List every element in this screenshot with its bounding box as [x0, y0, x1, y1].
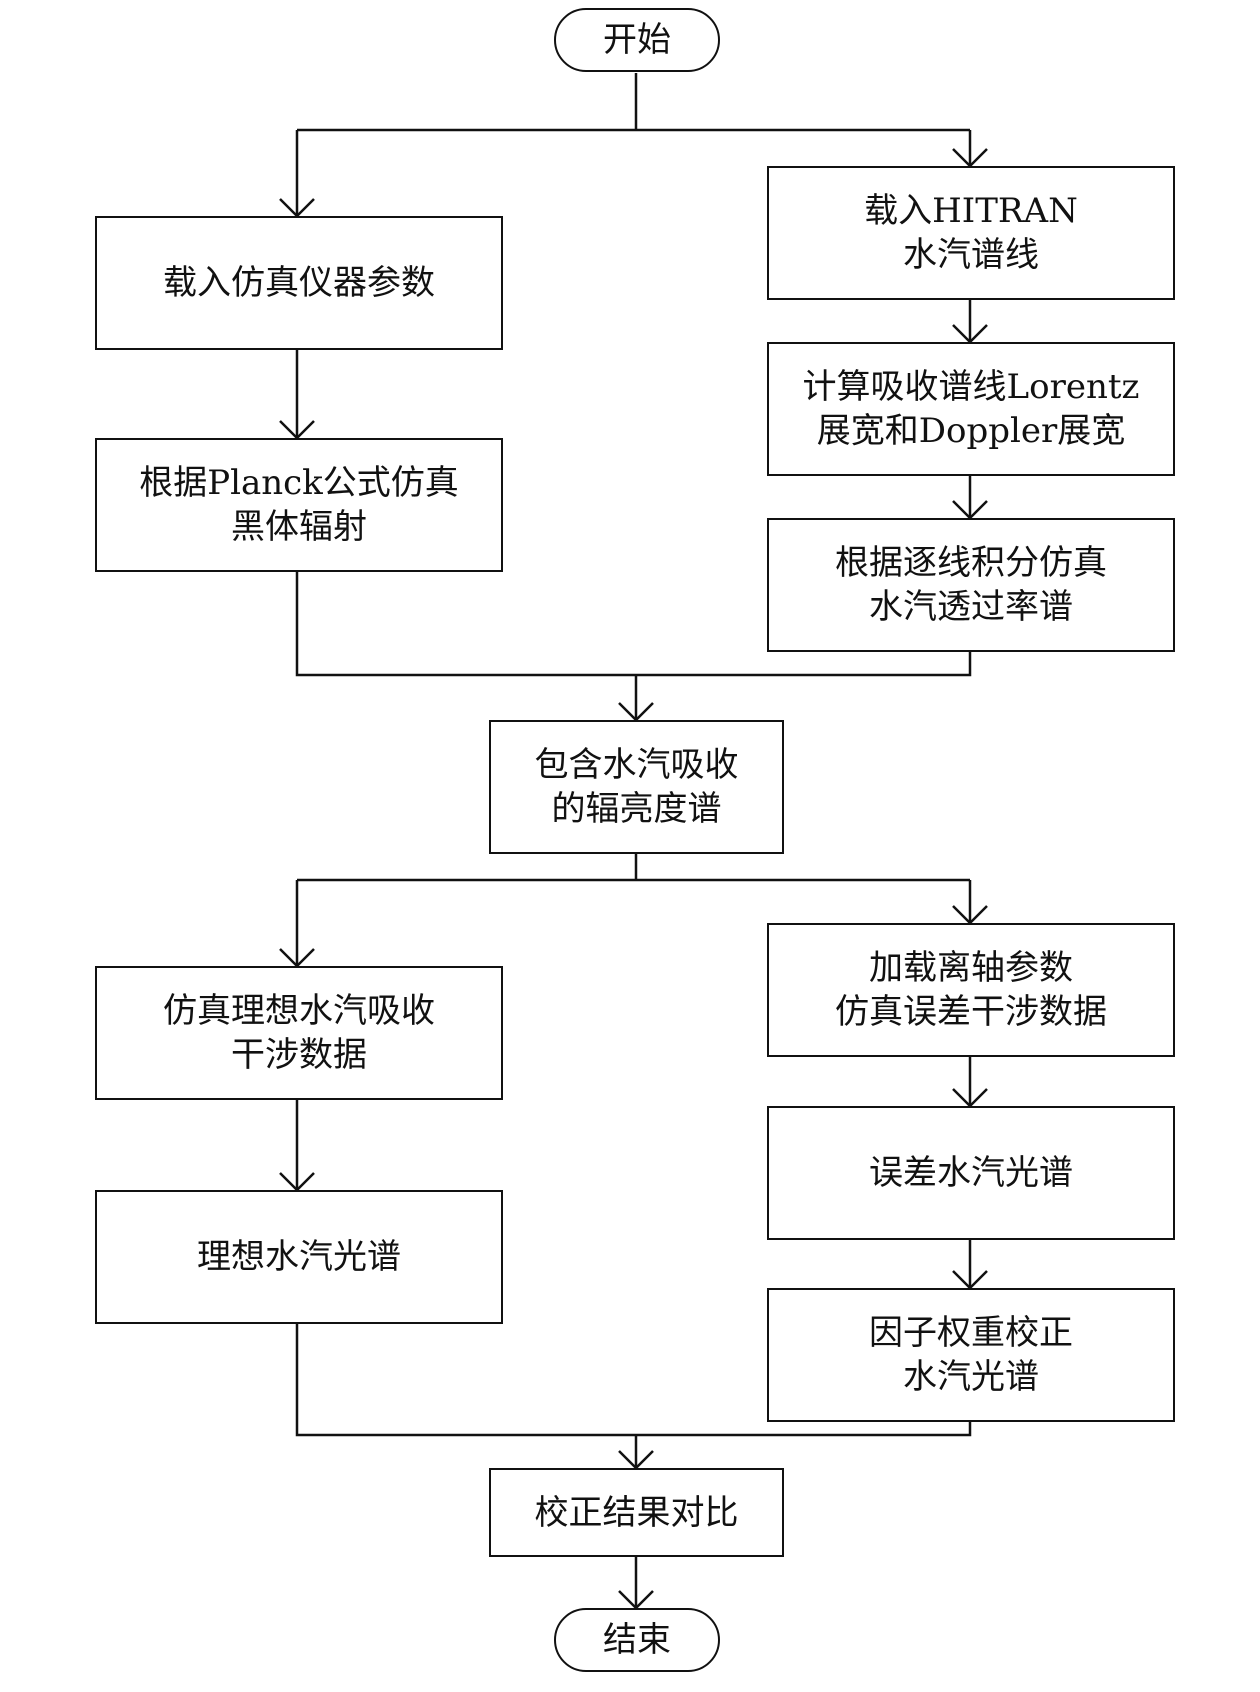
ideal-spectrum-box: 理想水汽光谱 — [95, 1190, 503, 1324]
connector-start-split — [297, 73, 970, 132]
transmittance-box: 根据逐线积分仿真 水汽透过率谱 — [767, 518, 1175, 652]
ideal-interferogram-box: 仿真理想水汽吸收 干涉数据 — [95, 966, 503, 1100]
load-instrument-params-box: 载入仿真仪器参数 — [95, 216, 503, 350]
compare-results-box: 校正结果对比 — [489, 1468, 784, 1557]
load-hitran-box: 载入HITRAN 水汽谱线 — [767, 166, 1175, 300]
start-node: 开始 — [554, 8, 720, 72]
line-broadening-box: 计算吸收谱线Lorentz 展宽和Doppler展宽 — [767, 342, 1175, 476]
corrected-spectrum-box: 因子权重校正 水汽光谱 — [767, 1288, 1175, 1422]
connector-radiance-split — [297, 853, 970, 882]
end-node: 结束 — [554, 1608, 720, 1672]
radiance-spectrum-box: 包含水汽吸收 的辐亮度谱 — [489, 720, 784, 854]
connector-merge-radiance — [295, 571, 972, 720]
offaxis-error-interferogram-box: 加载离轴参数 仿真误差干涉数据 — [767, 923, 1175, 1057]
planck-blackbody-box: 根据Planck公式仿真 黑体辐射 — [95, 438, 503, 572]
connector-merge-compare — [295, 1324, 972, 1468]
error-spectrum-box: 误差水汽光谱 — [767, 1106, 1175, 1240]
